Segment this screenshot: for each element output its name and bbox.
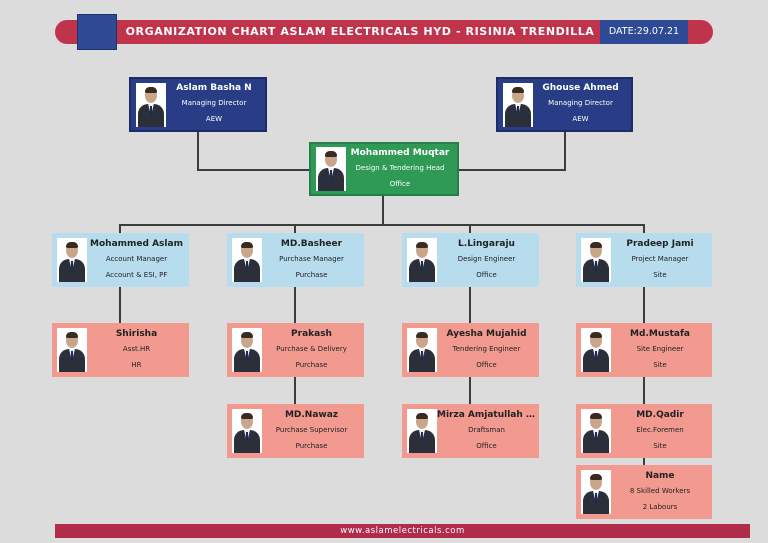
connector-line — [469, 287, 471, 324]
person-role: Tendering Engineer — [452, 344, 521, 353]
header-logo-block — [77, 14, 117, 50]
person-dept: Site — [653, 441, 667, 450]
person-name: Mirza Amjatullah ... — [437, 409, 536, 420]
avatar — [581, 328, 611, 372]
person-card-prakash[interactable]: Prakash Purchase & Delivery Purchase — [227, 323, 364, 377]
person-dept: Office — [389, 179, 411, 188]
person-card-ghouse-ahmed[interactable]: Ghouse Ahmed Managing Director AEW — [496, 77, 633, 132]
person-role: Managing Director — [548, 99, 613, 107]
person-name: Name — [645, 470, 675, 481]
connector-line — [643, 287, 645, 324]
avatar — [136, 82, 166, 127]
connector-line — [119, 287, 121, 324]
person-card-ayesha-mujahid[interactable]: Ayesha Mujahid Tendering Engineer Office — [402, 323, 539, 377]
connector-line — [119, 224, 645, 226]
person-name: Pradeep Jami — [626, 238, 694, 249]
person-name: MD.Basheer — [280, 238, 343, 249]
person-name: Ayesha Mujahid — [446, 328, 527, 339]
person-card-mirza-amjatullah[interactable]: Mirza Amjatullah ... Draftsman Office — [402, 404, 539, 458]
connector-line — [197, 132, 199, 170]
person-card-l-lingaraju[interactable]: L.Lingaraju Design Engineer Office — [402, 233, 539, 287]
person-role: Managing Director — [181, 99, 247, 107]
connector-line — [469, 377, 471, 405]
person-name: Aslam Basha N — [176, 83, 252, 93]
connector-line — [294, 377, 296, 405]
person-dept: Purchase — [295, 441, 328, 450]
chart-title: ORGANIZATION CHART ASLAM ELECTRICALS HYD… — [125, 25, 595, 38]
person-dept: Purchase — [295, 270, 328, 279]
person-role: Site Engineer — [636, 344, 684, 353]
avatar — [57, 328, 87, 372]
person-card-aslam-basha[interactable]: Aslam Basha N Managing Director AEW — [129, 77, 267, 132]
chart-date: DATE:29.07.21 — [600, 20, 688, 44]
person-dept: Office — [476, 270, 497, 279]
person-card-shirisha[interactable]: Shirisha Asst.HR HR — [52, 323, 189, 377]
person-role: Purchase Supervisor — [275, 425, 348, 434]
person-name: Md.Mustafa — [630, 328, 690, 339]
person-name: L.Lingaraju — [458, 238, 515, 249]
avatar — [232, 238, 262, 282]
avatar — [407, 409, 437, 453]
avatar — [57, 238, 87, 282]
connector-line — [643, 224, 645, 234]
person-name: MD.Nawaz — [284, 409, 339, 420]
person-card-mohammed-muqtar[interactable]: Mohammed Muqtar Design & Tendering Head … — [309, 142, 459, 196]
person-dept: AEW — [205, 115, 223, 123]
person-card-md-mustafa[interactable]: Md.Mustafa Site Engineer Site — [576, 323, 712, 377]
avatar — [407, 238, 437, 282]
person-role: 8 Skilled Workers — [629, 486, 691, 495]
person-role: Draftsman — [468, 425, 505, 434]
connector-line — [197, 169, 310, 171]
connector-line — [382, 196, 384, 225]
person-dept: 2 Labours — [642, 502, 678, 511]
person-name: Ghouse Ahmed — [542, 83, 619, 93]
person-dept: AEW — [572, 115, 589, 123]
connector-line — [119, 224, 121, 234]
person-card-md-basheer[interactable]: MD.Basheer Purchase Manager Purchase — [227, 233, 364, 287]
person-dept: Office — [476, 360, 497, 369]
connector-line — [294, 224, 296, 234]
avatar — [581, 238, 611, 282]
person-role: Account Manager — [105, 254, 168, 263]
person-dept: Site — [653, 270, 667, 279]
person-name: MD.Qadir — [636, 409, 684, 420]
person-card-pradeep-jami[interactable]: Pradeep Jami Project Manager Site — [576, 233, 712, 287]
person-card-mohammed-aslam[interactable]: Mohammed Aslam Account Manager Account &… — [52, 233, 189, 287]
person-role: Design & Tendering Head — [355, 163, 445, 172]
person-role: Elec.Foremen — [636, 425, 684, 434]
person-card-md-qadir[interactable]: MD.Qadir Elec.Foremen Site — [576, 404, 712, 458]
person-role: Design Engineer — [457, 254, 516, 263]
person-name: Mohammed Aslam — [90, 238, 183, 249]
avatar — [503, 82, 533, 127]
connector-line — [643, 458, 645, 465]
avatar — [407, 328, 437, 372]
person-dept: Account & ESI, PF — [105, 270, 168, 279]
person-dept: Site — [653, 360, 667, 369]
avatar — [232, 328, 262, 372]
connector-line — [294, 287, 296, 324]
person-dept: HR — [131, 360, 142, 369]
person-dept: Office — [476, 441, 497, 450]
person-dept: Purchase — [295, 360, 328, 369]
person-name: Mohammed Muqtar — [350, 147, 450, 158]
connector-line — [564, 132, 566, 170]
person-role: Purchase & Delivery — [276, 344, 347, 353]
person-name: Prakash — [291, 328, 332, 339]
connector-line — [643, 377, 645, 405]
person-role: Purchase Manager — [279, 254, 344, 263]
person-card-md-nawaz[interactable]: MD.Nawaz Purchase Supervisor Purchase — [227, 404, 364, 458]
avatar — [581, 409, 611, 453]
avatar — [316, 147, 346, 191]
person-name: Shirisha — [115, 328, 158, 339]
person-card-workers[interactable]: Name 8 Skilled Workers 2 Labours — [576, 465, 712, 519]
avatar — [581, 470, 611, 514]
avatar — [232, 409, 262, 453]
connector-line — [469, 224, 471, 234]
footer-url[interactable]: www.aslamelectricals.com — [55, 524, 750, 538]
person-role: Asst.HR — [122, 344, 151, 353]
connector-line — [458, 169, 566, 171]
person-role: Project Manager — [631, 254, 689, 263]
